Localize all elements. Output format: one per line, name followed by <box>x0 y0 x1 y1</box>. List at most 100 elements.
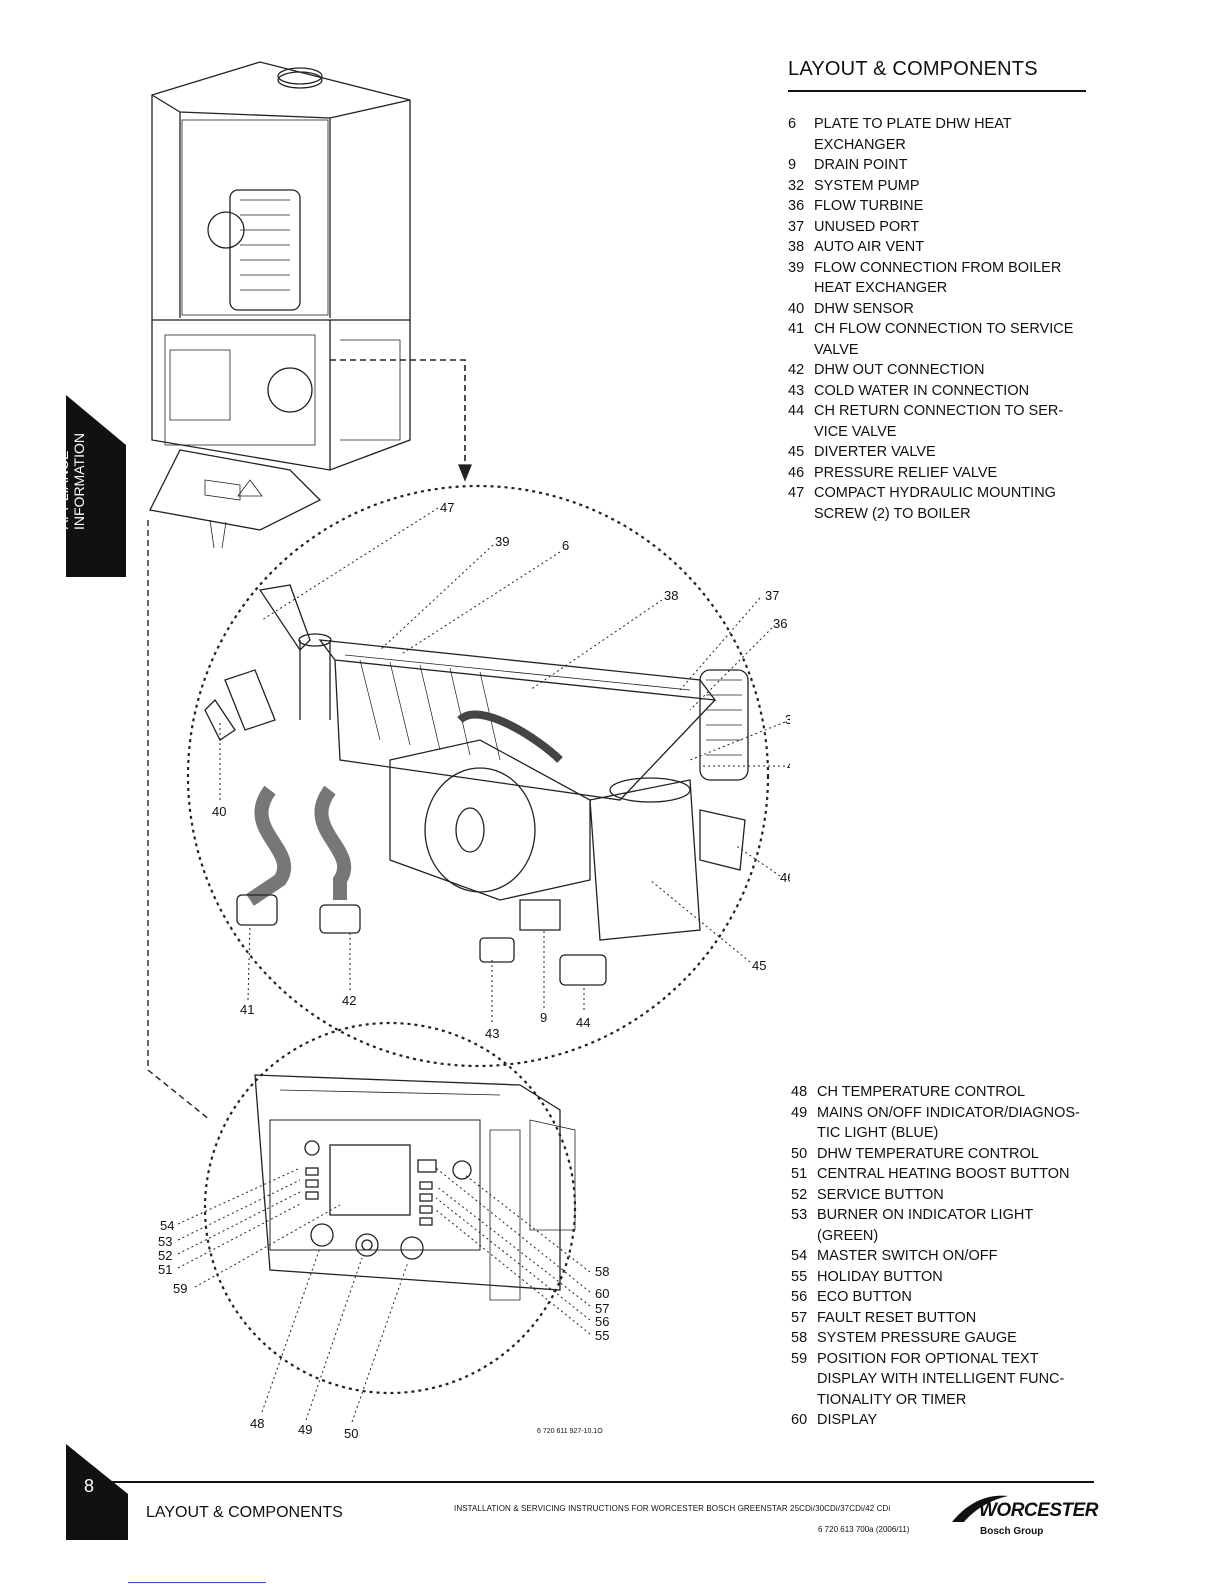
legend-item-number: 53 <box>791 1207 808 1223</box>
footer-title: LAYOUT & COMPONENTS <box>146 1504 343 1521</box>
legend-item: 42 DHW OUT CONNECTION <box>788 360 1084 381</box>
hydraulic-assembly-illustration <box>204 584 749 986</box>
footer-document-title: INSTALLATION & SERVICING INSTRUCTIONS FO… <box>454 1504 891 1513</box>
legend-item-number: 36 <box>788 198 805 214</box>
page-number-tab <box>66 1444 128 1540</box>
footer-rule <box>110 1481 1094 1483</box>
legend-item-text: HOLIDAY BUTTON <box>817 1268 943 1285</box>
component-diagram: 47 39 6 38 37 36 32 47 40 46 45 41 42 43… <box>147 61 790 1441</box>
legend-item: 60 DISPLAY <box>791 1410 1087 1431</box>
legend-item-text: ECO BUTTON <box>817 1289 912 1305</box>
legend-item-number: 6 <box>788 116 797 132</box>
legend-item: 51 CENTRAL HEATING BOOST BUTTON <box>791 1164 1087 1185</box>
callout-47a: 47 <box>440 500 454 515</box>
callout-41: 41 <box>240 1002 254 1017</box>
callout-37: 37 <box>765 588 779 603</box>
callout-57: 57 <box>595 1301 609 1316</box>
control-panel-illustration <box>254 1074 576 1301</box>
legend-item-number: 55 <box>791 1268 808 1285</box>
legend-item-number: 48 <box>791 1084 808 1100</box>
callout-43: 43 <box>485 1026 499 1041</box>
legend-item-number: 44 <box>788 403 805 419</box>
legend-item-number: 41 <box>788 321 805 337</box>
legend-item: 32 SYSTEM PUMP <box>788 176 1084 197</box>
legend-item-number: 46 <box>788 464 805 481</box>
callout-48: 48 <box>250 1416 264 1431</box>
legend-item-number: 9 <box>788 157 797 173</box>
callout-45: 45 <box>752 958 766 973</box>
legend-item-text: DISPLAY <box>817 1412 878 1428</box>
callout-54: 54 <box>160 1218 174 1233</box>
legend-item: 56 ECO BUTTON <box>791 1287 1087 1308</box>
page-title: LAYOUT & COMPONENTS <box>788 58 1038 80</box>
legend-item-number: 37 <box>788 218 805 235</box>
callout-49: 49 <box>298 1422 312 1437</box>
callout-42: 42 <box>342 993 356 1008</box>
footer-document-code: 6 720 613 700a (2006/11) <box>818 1525 910 1534</box>
legend-item-number: 50 <box>791 1145 808 1162</box>
legend-item-text: COMPACT HYDRAULIC MOUNTING SCREW (2) TO … <box>814 485 1056 522</box>
title-rule <box>788 90 1086 92</box>
legend-item-text: DRAIN POINT <box>814 157 908 173</box>
legend-item-text: DHW TEMPERATURE CONTROL <box>817 1145 1039 1162</box>
legend-item-number: 52 <box>791 1186 808 1203</box>
legend-item-number: 51 <box>791 1166 808 1182</box>
legend-item-text: SERVICE BUTTON <box>817 1186 944 1203</box>
callout-32: 32 <box>785 712 790 727</box>
callout-9: 9 <box>540 1010 547 1025</box>
legend-item-number: 40 <box>788 300 805 317</box>
callout-58: 58 <box>595 1264 609 1279</box>
callout-51: 51 <box>158 1262 172 1277</box>
legend-item-text: MASTER SWITCH ON/OFF <box>817 1248 998 1264</box>
legend-item-number: 42 <box>788 362 805 378</box>
legend-item-text: SYSTEM PUMP <box>814 177 920 194</box>
callout-52: 52 <box>158 1248 172 1263</box>
legend-item-number: 49 <box>791 1104 808 1121</box>
callout-39: 39 <box>495 534 509 549</box>
legend-item-number: 43 <box>788 382 805 399</box>
callout-55: 55 <box>595 1328 609 1343</box>
legend-item-text: AUTO AIR VENT <box>814 239 925 255</box>
legend-item-number: 60 <box>791 1412 808 1428</box>
callout-50: 50 <box>344 1426 358 1441</box>
legend-item-number: 57 <box>791 1309 808 1326</box>
legend-item-text: PLATE TO PLATE DHW HEAT EXCHANGER <box>814 116 1012 153</box>
callout-38: 38 <box>664 588 678 603</box>
legend-item: 55 HOLIDAY BUTTON <box>791 1267 1087 1288</box>
legend-item: 6 PLATE TO PLATE DHW HEAT EXCHANGER <box>788 114 1084 155</box>
callout-40: 40 <box>212 804 226 819</box>
legend-item-text: BURNER ON INDICATOR LIGHT (GREEN) <box>817 1207 1033 1244</box>
callout-6: 6 <box>562 538 569 553</box>
worcester-swoosh-icon <box>952 1495 1008 1522</box>
callout-46: 46 <box>780 870 790 885</box>
link-underline <box>128 1582 266 1583</box>
legend-item-text: DIVERTER VALVE <box>814 444 936 460</box>
brand-logo-text: WORCESTER <box>979 1500 1099 1521</box>
brand-group-text: Bosch Group <box>980 1526 1044 1537</box>
legend-item-number: 39 <box>788 259 805 276</box>
callout-56: 56 <box>595 1314 609 1329</box>
legend-item-text: DHW OUT CONNECTION <box>814 362 985 378</box>
legend-item: 45 DIVERTER VALVE <box>788 442 1084 463</box>
legend-item-number: 32 <box>788 177 805 194</box>
legend-item-text: SYSTEM PRESSURE GAUGE <box>817 1330 1017 1346</box>
legend-item-text: CENTRAL HEATING BOOST BUTTON <box>817 1166 1070 1182</box>
side-tab-shape <box>66 395 126 577</box>
page-number: 8 <box>84 1476 95 1496</box>
legend-item-number: 45 <box>788 444 805 460</box>
legend-item-number: 56 <box>791 1289 808 1305</box>
callout-59: 59 <box>173 1281 187 1296</box>
callout-47b: 47 <box>787 758 790 773</box>
